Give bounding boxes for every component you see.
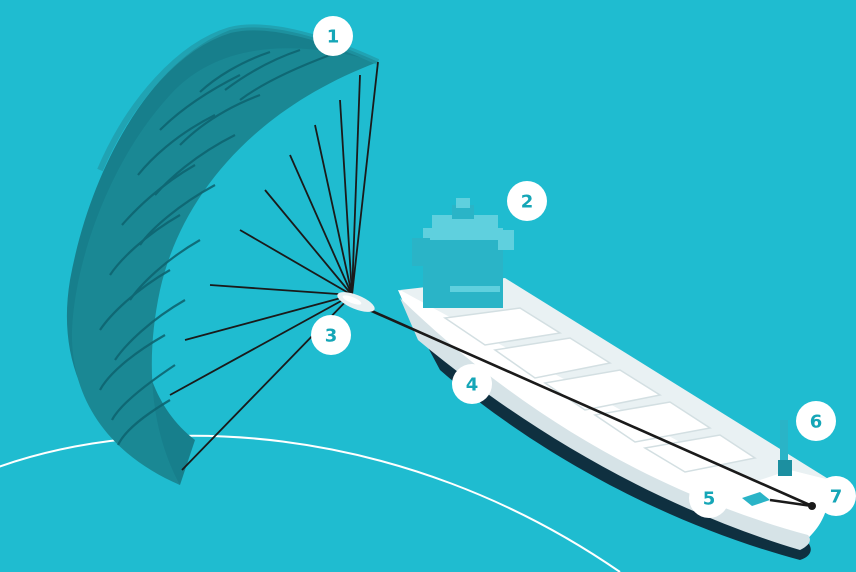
marker-1-label: 1: [327, 27, 340, 48]
marker-3: 3: [311, 315, 351, 355]
marker-5-label: 5: [703, 489, 716, 510]
marker-4: 4: [452, 364, 492, 404]
marker-6: 6: [796, 401, 836, 441]
marker-2-label: 2: [521, 192, 534, 213]
marker-7: 7: [816, 476, 856, 516]
marker-7-label: 7: [830, 487, 843, 508]
marker-5: 5: [689, 478, 729, 518]
marker-4-label: 4: [466, 375, 479, 396]
marker-3-label: 3: [325, 326, 338, 347]
marker-6-label: 6: [810, 412, 823, 433]
marker-2: 2: [507, 181, 547, 221]
bow-attachment-icon: [808, 502, 816, 510]
marker-1: 1: [313, 16, 353, 56]
